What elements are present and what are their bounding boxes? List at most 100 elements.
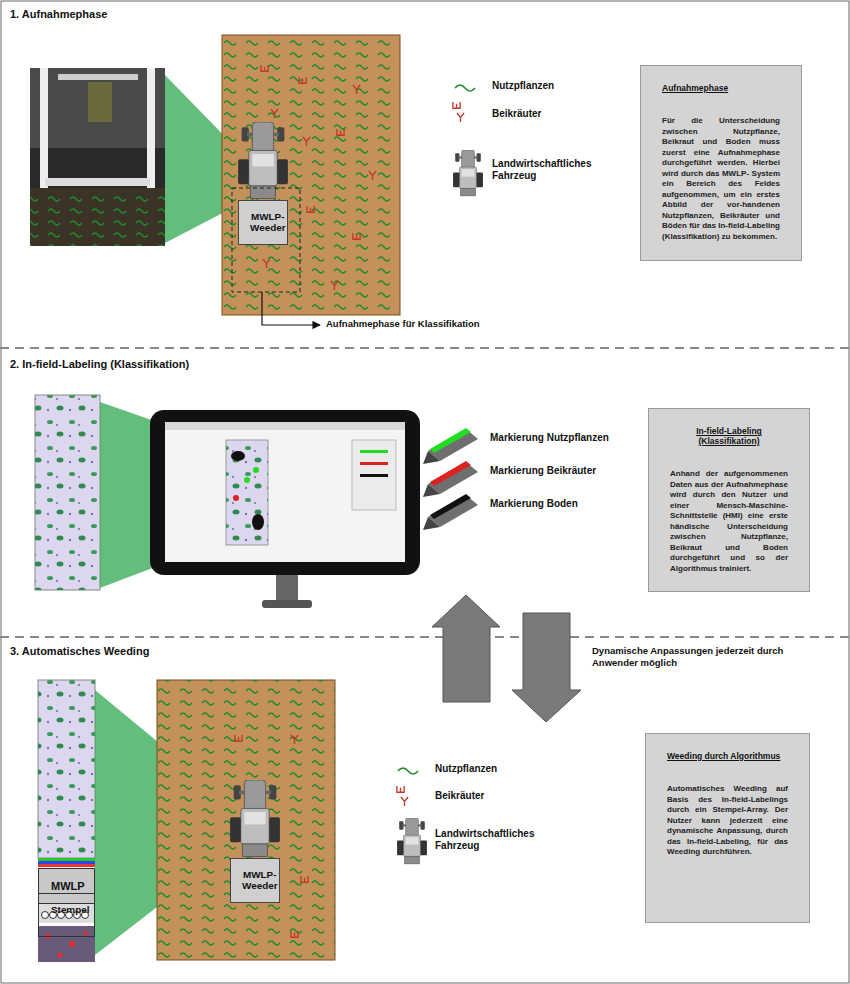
soil-marking [231, 451, 245, 461]
info-heading: In-field-Labeling (Klassifikation) [660, 418, 798, 454]
tablet-screen [165, 422, 405, 562]
treated-weed [46, 934, 51, 939]
image-strip [35, 395, 100, 590]
marker-tip [423, 451, 440, 464]
photo-light [45, 178, 150, 186]
tablet-mount [262, 600, 312, 608]
weed-symbol [331, 281, 338, 290]
photo-ground [30, 68, 165, 246]
section-divider [0, 347, 850, 349]
legend-label: Nutzpflanzen [492, 80, 622, 92]
weed-symbol [263, 259, 270, 268]
sensor-stripe [38, 861, 95, 864]
image-strip-plants [38, 680, 95, 858]
treated-weed [58, 953, 63, 958]
info-box: AufnahmephaseFür die Unterscheidung zwis… [640, 65, 802, 261]
screen-image-plants [226, 440, 268, 545]
weed-symbol [307, 206, 314, 212]
marker-pen [428, 495, 478, 527]
image-strip-plants [35, 395, 100, 590]
weed-icon [457, 113, 464, 122]
tractor [238, 122, 288, 198]
section-band: In-field-Labeling (Klassifikation) Anhand… [0, 350, 850, 637]
leader-arrow [262, 292, 320, 325]
app-menubar [165, 422, 405, 430]
photo-machine [30, 68, 165, 148]
sensor-stripe [38, 864, 95, 867]
legend-swatch [430, 494, 471, 519]
legend-swatch [430, 428, 471, 453]
section-heading: 2. In-field-Labeling (Klassifikation) [0, 350, 199, 378]
box-label: MWLP-Weeder [232, 861, 287, 900]
crop-marking [244, 477, 250, 483]
marker-tip [423, 517, 440, 530]
box-label: MWLP [41, 872, 95, 900]
legend-label: Beikräuter [435, 790, 565, 802]
box-label: Stempel [41, 896, 99, 923]
info-body: Automatisches Weeding auf Basis des In-f… [657, 776, 798, 866]
weed-symbol [235, 735, 242, 741]
legend-label: Beikräuter [492, 108, 622, 120]
section-heading: 1. Aufnahmephase [0, 0, 117, 28]
app-panel-item [360, 450, 388, 453]
weed-marking [233, 495, 239, 501]
photo-soil [30, 188, 165, 246]
screen-image [226, 440, 268, 545]
weeder-box: MWLP-Weeder [230, 858, 280, 903]
info-box: Weeding durch AlgorithmusAutomatisches W… [645, 733, 810, 923]
photo-sensor [88, 82, 112, 122]
feedback-label: Dynamische Anpassungen jederzeit durch A… [592, 645, 787, 669]
crop-rows [222, 35, 400, 315]
stamp [42, 912, 49, 919]
soil-marking [252, 514, 264, 530]
info-box: In-field-Labeling (Klassifikation) Anhand… [648, 408, 810, 592]
box-label: MWLP-Weeder [240, 203, 295, 242]
weed-symbol [353, 233, 360, 239]
section-heading: 3. Automatisches Weeding [0, 637, 159, 665]
feedback-arrow-down [512, 613, 581, 722]
section-divider [0, 636, 850, 638]
weed-symbol [291, 735, 298, 744]
annotation: Aufnahmephase für Klassifikation [326, 318, 526, 330]
weed-symbol [301, 876, 308, 882]
treated-weed [69, 941, 75, 947]
tractor-icon [397, 818, 427, 864]
legend-label: Landwirtschaftliches Fahrzeug [492, 158, 617, 182]
weed-icon [453, 102, 460, 108]
weed-symbol [303, 137, 310, 146]
sensor-stripe [38, 858, 95, 861]
weed-symbol [369, 171, 376, 180]
tablet [150, 410, 420, 575]
legend-label: Landwirtschaftliches Fahrzeug [435, 828, 560, 852]
info-body: Anhand der aufgenommenen Daten aus der A… [660, 461, 798, 582]
section-band: MWLPStempel MWLP-Weeder Weeding durch Algo… [0, 637, 850, 984]
weed-icon [397, 786, 404, 792]
weeder-box: MWLP-Weeder [238, 200, 288, 245]
info-heading: Aufnahmephase [652, 75, 738, 101]
tractor-icon [453, 150, 483, 196]
app-panel-item [360, 474, 388, 477]
treated-strip [38, 926, 95, 962]
photo-frame-bar [58, 74, 138, 80]
legend-label: Markierung Nutzpflanzen [490, 432, 640, 444]
camera-photo [30, 68, 165, 246]
crop-icon [398, 768, 418, 774]
weed-symbol [271, 109, 278, 118]
weed-symbol [337, 129, 344, 135]
marker-pen [428, 429, 478, 461]
marker-pen [428, 462, 478, 494]
marker-tip [423, 484, 440, 497]
weed-symbol [353, 85, 360, 94]
photo-frame-bar [40, 68, 48, 188]
legend-label: Markierung Boden [490, 498, 640, 510]
section-band: MWLP-Weeder AufnahmephaseFür die Untersch… [0, 0, 850, 348]
sensor-box: MWLP [38, 868, 95, 904]
crop-marking [253, 467, 259, 473]
info-heading: Weeding durch Algorithmus [657, 743, 790, 769]
treated-weed [84, 931, 88, 935]
weed-symbol [299, 77, 306, 83]
